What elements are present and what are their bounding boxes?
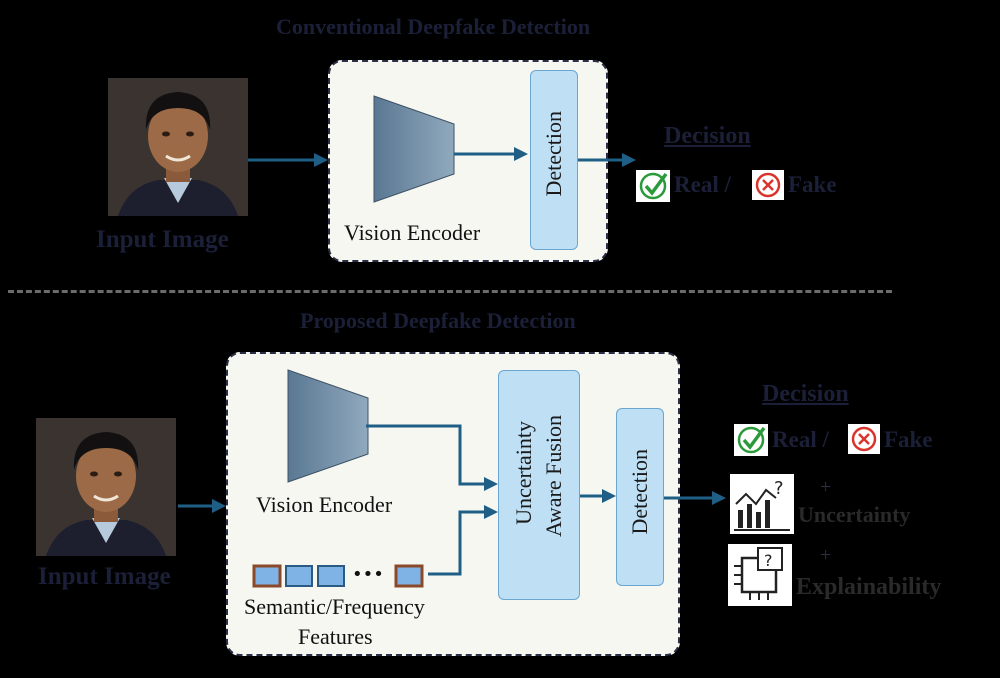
vision-encoder-shape	[373, 95, 455, 203]
arrow-encoder-to-detection	[454, 147, 528, 161]
proposed-fake-label: Fake	[884, 427, 933, 452]
conventional-detection-label: Detection	[541, 111, 566, 197]
plus-sign-2: +	[820, 544, 832, 566]
section-separator	[8, 290, 892, 293]
uncertainty-label: Uncertainty	[798, 502, 911, 527]
check-icon-2	[734, 424, 768, 456]
proposed-input-label: Input Image	[38, 563, 171, 590]
conventional-detection-block: Detection	[530, 70, 578, 250]
uncertainty-fusion-block: Uncertainty Aware Fusion	[498, 370, 580, 600]
conventional-encoder-label: Vision Encoder	[344, 220, 481, 245]
proposed-detection-block: Detection	[616, 408, 664, 586]
arrow-detection2-to-decision	[664, 491, 726, 505]
fusion-label-1: Uncertainty	[511, 421, 536, 525]
arrow-fusion-to-detection	[580, 489, 616, 503]
arrow-input-to-encoder	[248, 153, 328, 167]
arrow-input2-to-panel	[178, 499, 226, 513]
arrows-to-fusion	[366, 424, 498, 576]
conventional-real-label: Real /	[674, 172, 731, 197]
explainability-chip-icon: ?	[728, 544, 792, 606]
cross-icon	[752, 170, 784, 200]
proposed-detection-label: Detection	[627, 449, 652, 535]
input-face-photo	[108, 78, 248, 216]
plus-sign-1: +	[820, 476, 832, 498]
conventional-input-label: Input Image	[96, 226, 229, 253]
vision-encoder-shape-2	[287, 369, 369, 483]
explainability-label: Explainability	[796, 574, 942, 600]
svg-text:?: ?	[774, 478, 784, 499]
features-label-1: Semantic/Frequency	[244, 594, 425, 619]
feature-ellipsis: •••	[352, 564, 384, 585]
input-face-photo-2	[36, 418, 176, 556]
arrow-detection-to-decision	[578, 153, 636, 167]
svg-text:?: ?	[764, 551, 773, 570]
features-label-2: Features	[298, 624, 373, 649]
conventional-title: Conventional Deepfake Detection	[276, 14, 591, 39]
fusion-label-2: Aware Fusion	[541, 415, 566, 538]
cross-icon-2	[848, 424, 880, 454]
conventional-decision-title: Decision	[664, 123, 751, 149]
proposed-title: Proposed Deepfake Detection	[300, 308, 576, 333]
proposed-decision-title: Decision	[762, 381, 849, 407]
check-icon	[636, 170, 670, 202]
proposed-real-label: Real /	[772, 427, 829, 452]
uncertainty-chart-icon: ?	[730, 474, 794, 534]
feature-tokens	[252, 564, 424, 588]
conventional-fake-label: Fake	[788, 172, 837, 197]
proposed-encoder-label: Vision Encoder	[256, 492, 393, 517]
